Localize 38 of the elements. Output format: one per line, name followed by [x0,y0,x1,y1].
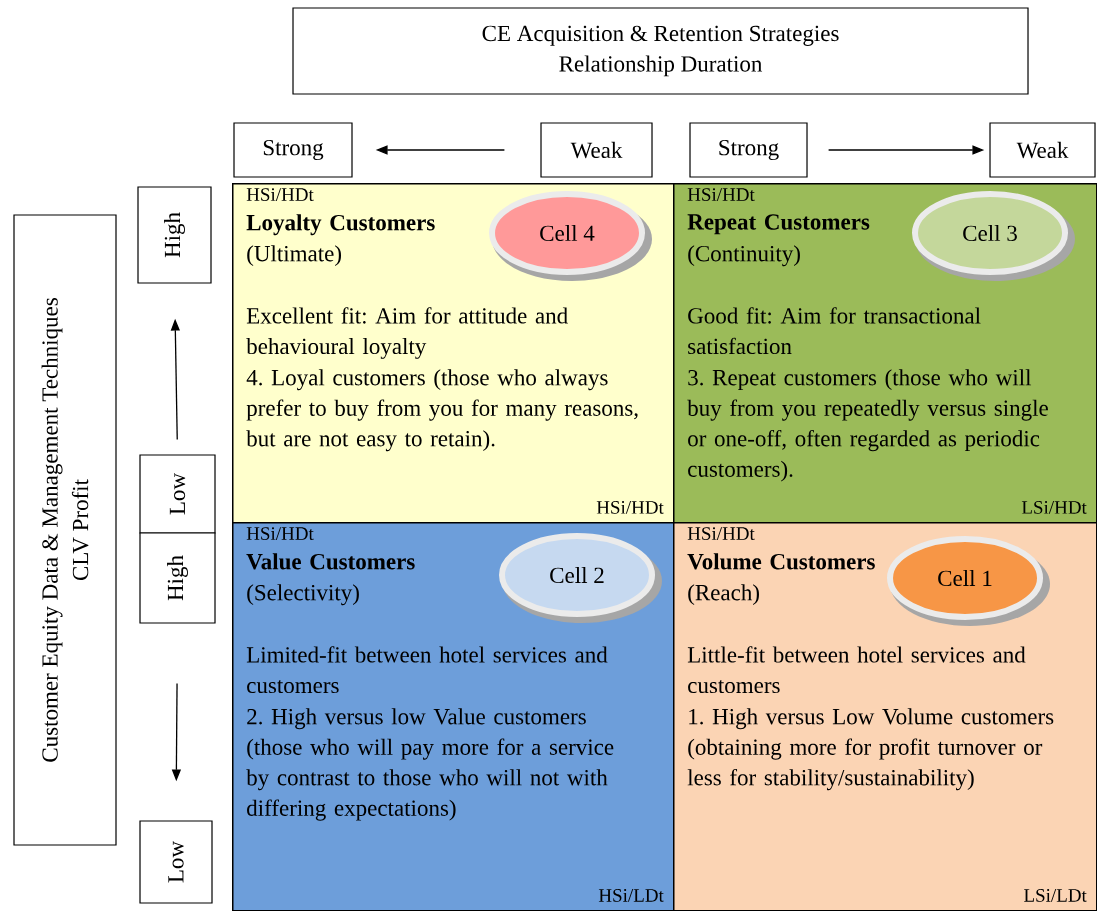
description-text: Good fit: Aim for transactional satisfaction [688,307,981,355]
code-label: LSi/HDt [1021,501,1087,514]
segment-heading: Volume Customers [687,553,875,570]
segment-subtitle: (Continuity) [688,245,800,267]
code-label: HSi/HDt [246,188,314,201]
description-text: Limited-fit between hotel services and customers [246,646,608,694]
axis-title-box: Customer Equity Data & Management Techniques CLV Profit [13,214,117,846]
axis-label-box: High [137,186,212,284]
segment-heading: Value Customers [246,553,415,570]
segment-subtitle: (Selectivity) [247,584,359,606]
axis-label-box: Weak [540,122,653,178]
title-box: CE Acquisition & Retention Strategies Relationship Duration [292,7,1029,95]
code-label: HSi/HDt [246,527,314,540]
cell-oval: Cell 2 [499,533,662,623]
segment-heading: Loyalty Customers [246,214,435,236]
description-text: 2. High versus low Value customers (those who will pay more for a service by contrast to those who will not with differing expectations) [246,708,614,821]
cell-oval: Cell 4 [489,191,652,281]
axis-label-box: Low [139,820,213,904]
segment-heading: Repeat Customers [687,214,870,235]
axis-label-box: Strong [233,122,353,178]
description-text: Little-fit between hotel services and customers [687,646,1026,694]
axis-label-box: Weak [989,122,1096,178]
segment-subtitle: (Reach) [688,584,759,606]
code-label: HSi/HDt [687,527,755,540]
axis-label-box: Strong [689,122,808,178]
description-text: Excellent fit: Aim for attitude and behavioural loyalty [246,307,568,359]
description-text: 1. High versus Low Volume customers (obtaining more for profit turnover or less for stability/sustainability) [687,708,1054,791]
description-text: 4. Loyal customers (those who always prefer to buy from you for many reasons, but are not easy to retain). [246,369,638,452]
description-text: 3. Repeat customers (those who will buy from you repeatedly versus single or one-off, often regarded as periodic customers). [687,369,1048,482]
code-label: LSi/LDt [1024,889,1087,902]
axis-label-box: High [139,532,216,624]
code-label: HSi/HDt [596,501,664,514]
segment-subtitle: (Ultimate) [247,245,341,267]
cell-oval: Cell 3 [912,191,1075,281]
cell-oval: Cell 1 [887,536,1050,626]
code-label: HSi/LDt [598,889,664,902]
code-label: HSi/HDt [687,188,755,201]
axis-label-box: Low [139,454,216,534]
